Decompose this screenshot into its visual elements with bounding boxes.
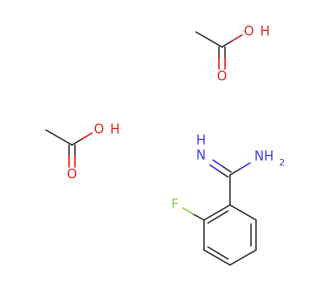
fluorobenzamidine: N H NH 2 F xyxy=(171,134,285,266)
c-oh-bond-carbon xyxy=(71,138,83,146)
hydroxyl-hydrogen-label: H xyxy=(110,123,120,138)
acetic-acid-top: O H O xyxy=(195,25,270,85)
c-f-bond-carbon xyxy=(192,213,205,221)
fluorine-label: F xyxy=(171,198,178,213)
c-oh-bond-oxygen xyxy=(231,34,243,42)
c-n-double-bond-a-carbon xyxy=(218,170,229,178)
c-n-double-bond-b-nitrogen xyxy=(212,159,223,167)
ring-inner-double-2 xyxy=(207,246,229,260)
hydroxyl-oxygen-label: O xyxy=(244,25,254,40)
chemical-structure-diagram: O H O O H O xyxy=(45,25,285,266)
imine-nitrogen-label: N xyxy=(196,149,206,164)
carbonyl-oxygen-label: O xyxy=(67,168,77,183)
acetic-acid-left: O H O xyxy=(45,123,120,183)
c-nh2-bond-nitrogen xyxy=(239,162,251,170)
ring-bond-1 xyxy=(229,204,257,221)
c-oh-bond-carbon xyxy=(221,40,233,48)
structure-canvas: O H O O H O xyxy=(45,24,285,266)
amine-nh-label: NH xyxy=(254,150,274,165)
amine-subscript-label: 2 xyxy=(279,159,285,169)
ch3-c-bond xyxy=(45,129,73,146)
ring-bond-4 xyxy=(203,249,231,266)
c-oh-bond-oxygen xyxy=(81,132,93,140)
c-f-bond-fluorine xyxy=(182,207,194,215)
carbonyl-oxygen-label: O xyxy=(217,70,227,85)
c-n-double-bond-b-carbon xyxy=(221,165,232,173)
ch3-c-bond xyxy=(195,31,223,48)
imine-hydrogen-label: H xyxy=(196,134,206,149)
ring-bond-6 xyxy=(203,204,231,221)
ring-bond-3 xyxy=(229,249,257,266)
hydroxyl-hydrogen-label: H xyxy=(260,25,270,40)
c-n-double-bond-a-nitrogen xyxy=(209,164,220,172)
c-nh2-bond-carbon xyxy=(229,168,241,176)
hydroxyl-oxygen-label: O xyxy=(94,123,104,138)
ring-inner-double-3 xyxy=(207,210,229,224)
